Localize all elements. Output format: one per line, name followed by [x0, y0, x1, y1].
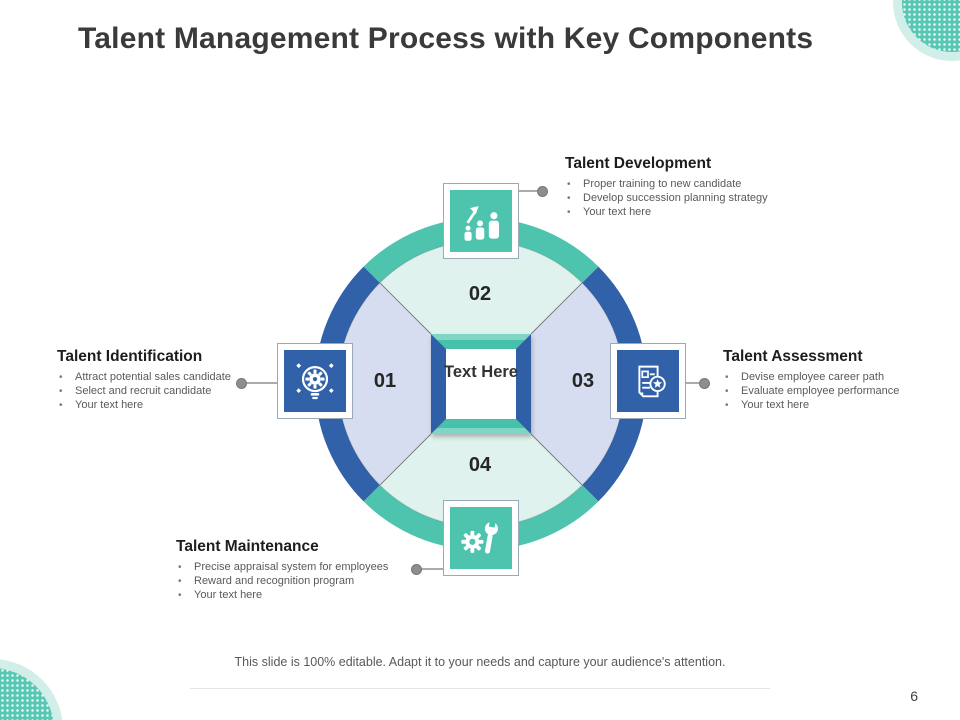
bullet-item: Select and recruit candidate [57, 385, 277, 399]
connector-dot-top [537, 186, 548, 197]
ring-arc-left [314, 266, 380, 502]
step-number-04: 04 [468, 454, 492, 476]
step-number-02: 02 [468, 283, 492, 305]
section-title-identification: Talent Identification [57, 348, 203, 365]
connector-line-right [686, 382, 701, 384]
center-text-placeholder: Text Here [444, 363, 518, 381]
process-ring-diagram [314, 217, 648, 551]
step-number-01: 01 [373, 370, 397, 392]
dotted-circle-ornament-bottom-left [0, 668, 54, 720]
bullet-item: Evaluate employee performance [723, 385, 938, 399]
gear-wrench-icon [461, 518, 498, 554]
icon-box-development [443, 183, 519, 259]
icon-box-maintenance [443, 500, 519, 576]
section-bullets-identification: Attract potential sales candidate Select… [57, 371, 277, 413]
icon-tile-maintenance [450, 507, 512, 569]
bullet-item: Attract potential sales candidate [57, 371, 277, 385]
ring-arc-bottom [363, 485, 599, 551]
page-number: 6 [910, 688, 918, 704]
dotted-circle-ornament-top-right [902, 0, 960, 52]
icon-box-assessment [610, 343, 686, 419]
bullet-item: Your text here [723, 399, 938, 413]
bullet-item: Your text here [565, 206, 815, 220]
bullet-item: Your text here [176, 589, 416, 603]
section-identification: Talent Identification Attract potential … [57, 348, 277, 413]
bullet-item: Precise appraisal system for employees [176, 561, 416, 575]
quadrant-top [379, 241, 583, 334]
footer-divider [190, 688, 770, 689]
section-title-development: Talent Development [565, 155, 712, 172]
footer-note: This slide is 100% editable. Adapt it to… [234, 655, 726, 669]
section-title-maintenance: Talent Maintenance [176, 538, 319, 555]
connector-line-top [519, 190, 539, 192]
section-development: Talent Development Proper training to ne… [565, 155, 815, 220]
document-star-icon [638, 365, 666, 398]
section-maintenance: Talent Maintenance Precise appraisal sys… [176, 538, 416, 603]
ring-arc-top [363, 217, 599, 283]
bullet-item: Devise employee career path [723, 371, 938, 385]
icon-tile-development [450, 190, 512, 252]
bullet-item: Proper training to new candidate [565, 178, 815, 192]
quadrant-left [338, 282, 431, 486]
section-bullets-development: Proper training to new candidate Develop… [565, 178, 815, 220]
bullet-item: Your text here [57, 399, 277, 413]
connector-line-bottom [420, 568, 444, 570]
center-frame [431, 334, 531, 434]
bullet-item: Reward and recognition program [176, 575, 416, 589]
icon-tile-assessment [617, 350, 679, 412]
bulb-gear-icon [296, 363, 334, 400]
section-title-assessment: Talent Assessment [723, 348, 863, 365]
icon-box-identification [277, 343, 353, 419]
growth-people-icon [464, 206, 500, 241]
icon-tile-identification [284, 350, 346, 412]
quadrant-right [531, 282, 624, 486]
connector-dot-right [699, 378, 710, 389]
quadrant-dividers [379, 282, 583, 486]
slide-title: Talent Management Process with Key Compo… [78, 22, 814, 55]
quadrant-bottom [379, 434, 583, 527]
ring-arc-right [582, 266, 648, 502]
bullet-item: Develop succession planning strategy [565, 192, 815, 206]
section-bullets-maintenance: Precise appraisal system for employees R… [176, 561, 416, 603]
section-bullets-assessment: Devise employee career path Evaluate emp… [723, 371, 938, 413]
section-assessment: Talent Assessment Devise employee career… [723, 348, 938, 413]
step-number-03: 03 [571, 370, 595, 392]
